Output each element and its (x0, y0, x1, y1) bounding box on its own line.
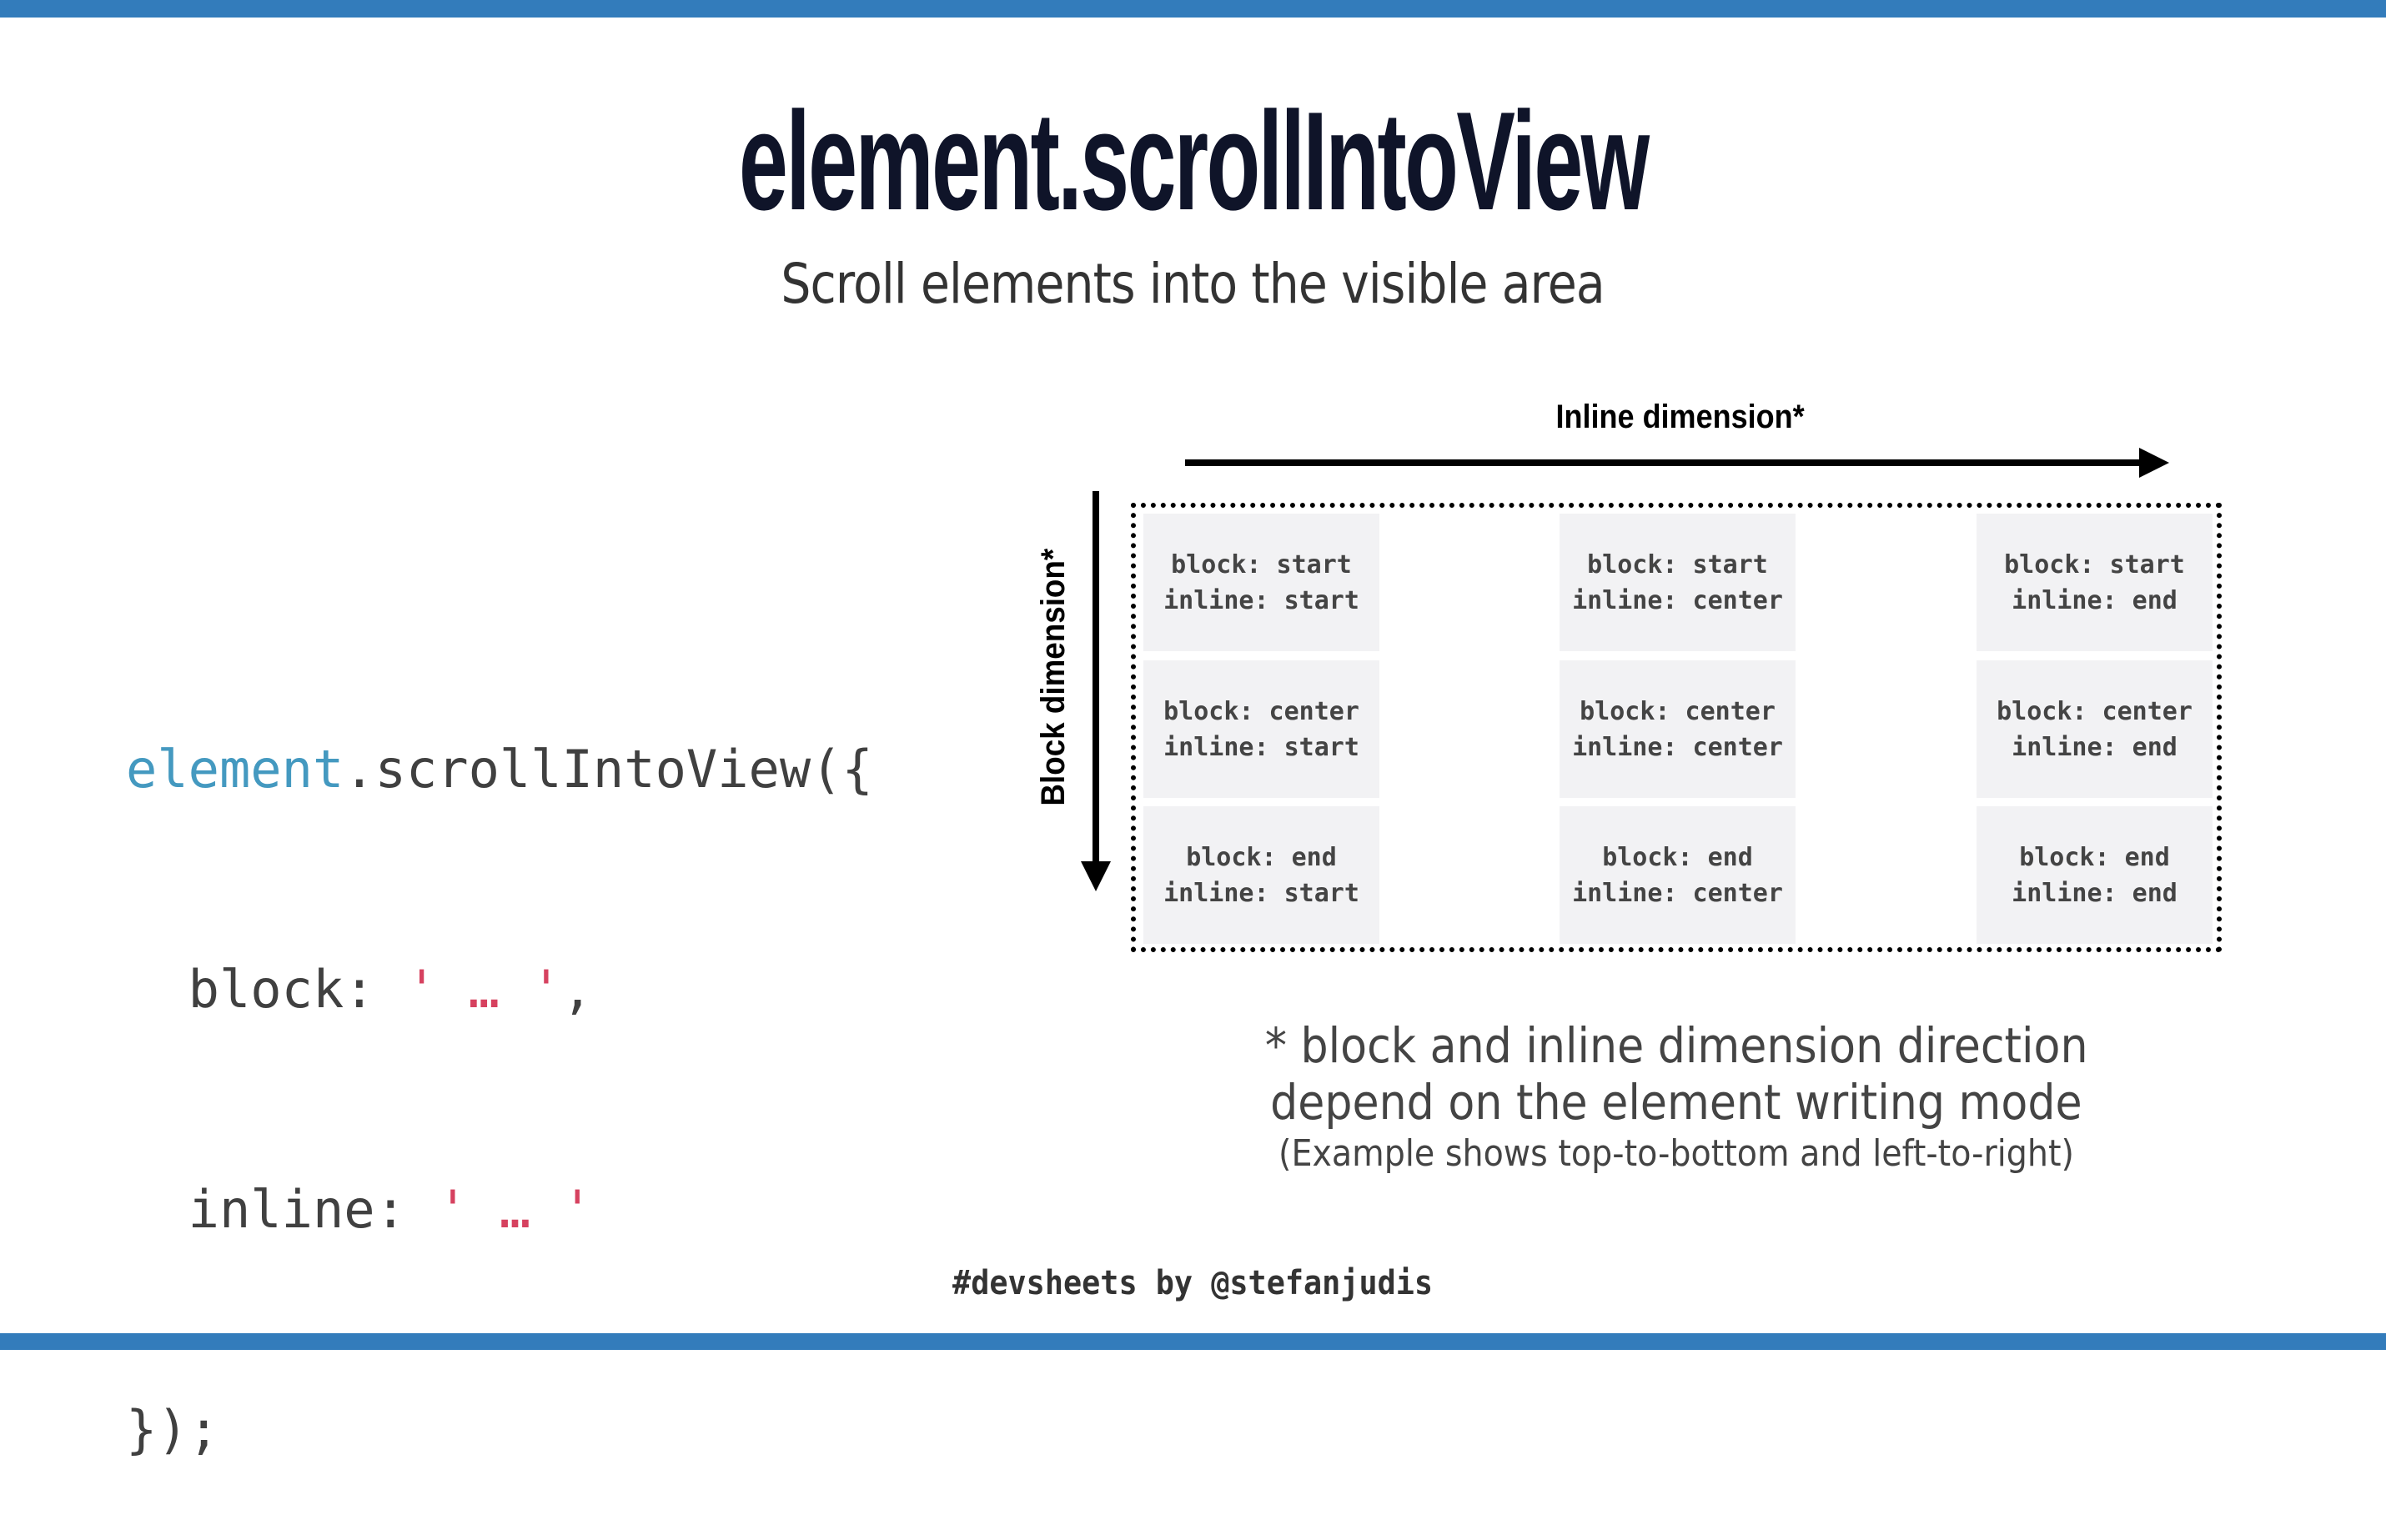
cell-inline-value: inline: end (2012, 732, 2178, 762)
cell-block-value: block: start (2004, 549, 2185, 579)
cell-block-value: block: center (1997, 696, 2193, 726)
viewport-dotted-box (1131, 503, 2222, 952)
cell-inline-value: inline: end (2012, 878, 2178, 908)
code-close: }); (126, 1399, 219, 1460)
footnote-line-1: * block and inline dimension direction (1084, 1017, 2268, 1074)
footnote: * block and inline dimension direction d… (1084, 1017, 2268, 1177)
cell-end-center: block: end inline: center (1560, 806, 1796, 944)
code-value-block: ' … ' (405, 959, 562, 1020)
page-subtitle: Scroll elements into the visible area (0, 247, 2386, 322)
cell-end-end: block: end inline: end (1977, 806, 2213, 944)
code-line-1: element.scrollIntoView({ (126, 733, 873, 806)
code-line-4: }); (126, 1393, 873, 1467)
footnote-line-3: (Example shows top-to-bottom and left-to… (1084, 1131, 2268, 1177)
inline-dimension-label-text: Inline dimension* (1555, 399, 1806, 435)
cell-end-start: block: end inline: start (1143, 806, 1379, 944)
cell-inline-value: inline: start (1163, 585, 1359, 615)
bottom-accent-bar (0, 1333, 2386, 1350)
code-key-inline: inline: (126, 1179, 438, 1240)
page-subtitle-text: Scroll elements into the visible area (781, 252, 1605, 316)
inline-arrow-shaft (1185, 459, 2144, 466)
code-value-inline: ' … ' (437, 1179, 593, 1240)
cell-inline-value: inline: center (1572, 585, 1783, 615)
arrow-right-icon (2139, 448, 2169, 478)
cell-center-end: block: center inline: end (1977, 660, 2213, 798)
code-comma: , (561, 959, 593, 1020)
code-method: .scrollIntoView({ (344, 739, 873, 800)
arrow-down-icon (1081, 861, 1111, 891)
block-dimension-label-text: Block dimension* (1035, 548, 1072, 806)
page-title: element.scrollIntoView (0, 90, 2386, 232)
cell-block-value: block: center (1580, 696, 1776, 726)
code-line-3: inline: ' … ' (126, 1173, 873, 1247)
block-dimension-label: Block dimension* (1035, 520, 1072, 834)
cell-start-end: block: start inline: end (1977, 514, 2213, 651)
cell-block-value: block: end (2019, 842, 2170, 872)
cell-start-start: block: start inline: start (1143, 514, 1379, 651)
code-line-2: block: ' … ', (126, 953, 873, 1026)
cell-inline-value: inline: start (1163, 878, 1359, 908)
cell-inline-value: inline: end (2012, 585, 2178, 615)
cell-inline-value: inline: start (1163, 732, 1359, 762)
footnote-line-2: depend on the element writing mode (1084, 1074, 2268, 1131)
cell-block-value: block: end (1186, 842, 1337, 872)
page-title-text: element.scrollIntoView (738, 83, 1650, 239)
cell-inline-value: inline: center (1572, 732, 1783, 762)
block-arrow-shaft (1093, 491, 1099, 865)
cell-inline-value: inline: center (1572, 878, 1783, 908)
top-accent-bar (0, 0, 2386, 18)
cell-center-start: block: center inline: start (1143, 660, 1379, 798)
cell-block-value: block: end (1602, 842, 1753, 872)
footnote-line-3-text: (Example shows top-to-bottom and left-to… (1278, 1132, 2074, 1175)
cell-block-value: block: start (1171, 549, 1352, 579)
cell-block-value: block: start (1587, 549, 1768, 579)
footnote-line-1-text: * block and inline dimension direction (1264, 1017, 2088, 1074)
code-snippet: element.scrollIntoView({ block: ' … ', i… (126, 586, 873, 1540)
footer-credit: #devsheets by @stefanjudis (0, 1261, 2386, 1306)
cell-center-center: block: center inline: center (1560, 660, 1796, 798)
footnote-line-2-text: depend on the element writing mode (1270, 1074, 2082, 1131)
cell-start-center: block: start inline: center (1560, 514, 1796, 651)
cell-block-value: block: center (1163, 696, 1359, 726)
code-object: element (126, 739, 344, 800)
code-key-block: block: (126, 959, 406, 1020)
footer-credit-text: #devsheets by @stefanjudis (952, 1264, 1434, 1302)
inline-dimension-label: Inline dimension* (1418, 399, 1943, 435)
